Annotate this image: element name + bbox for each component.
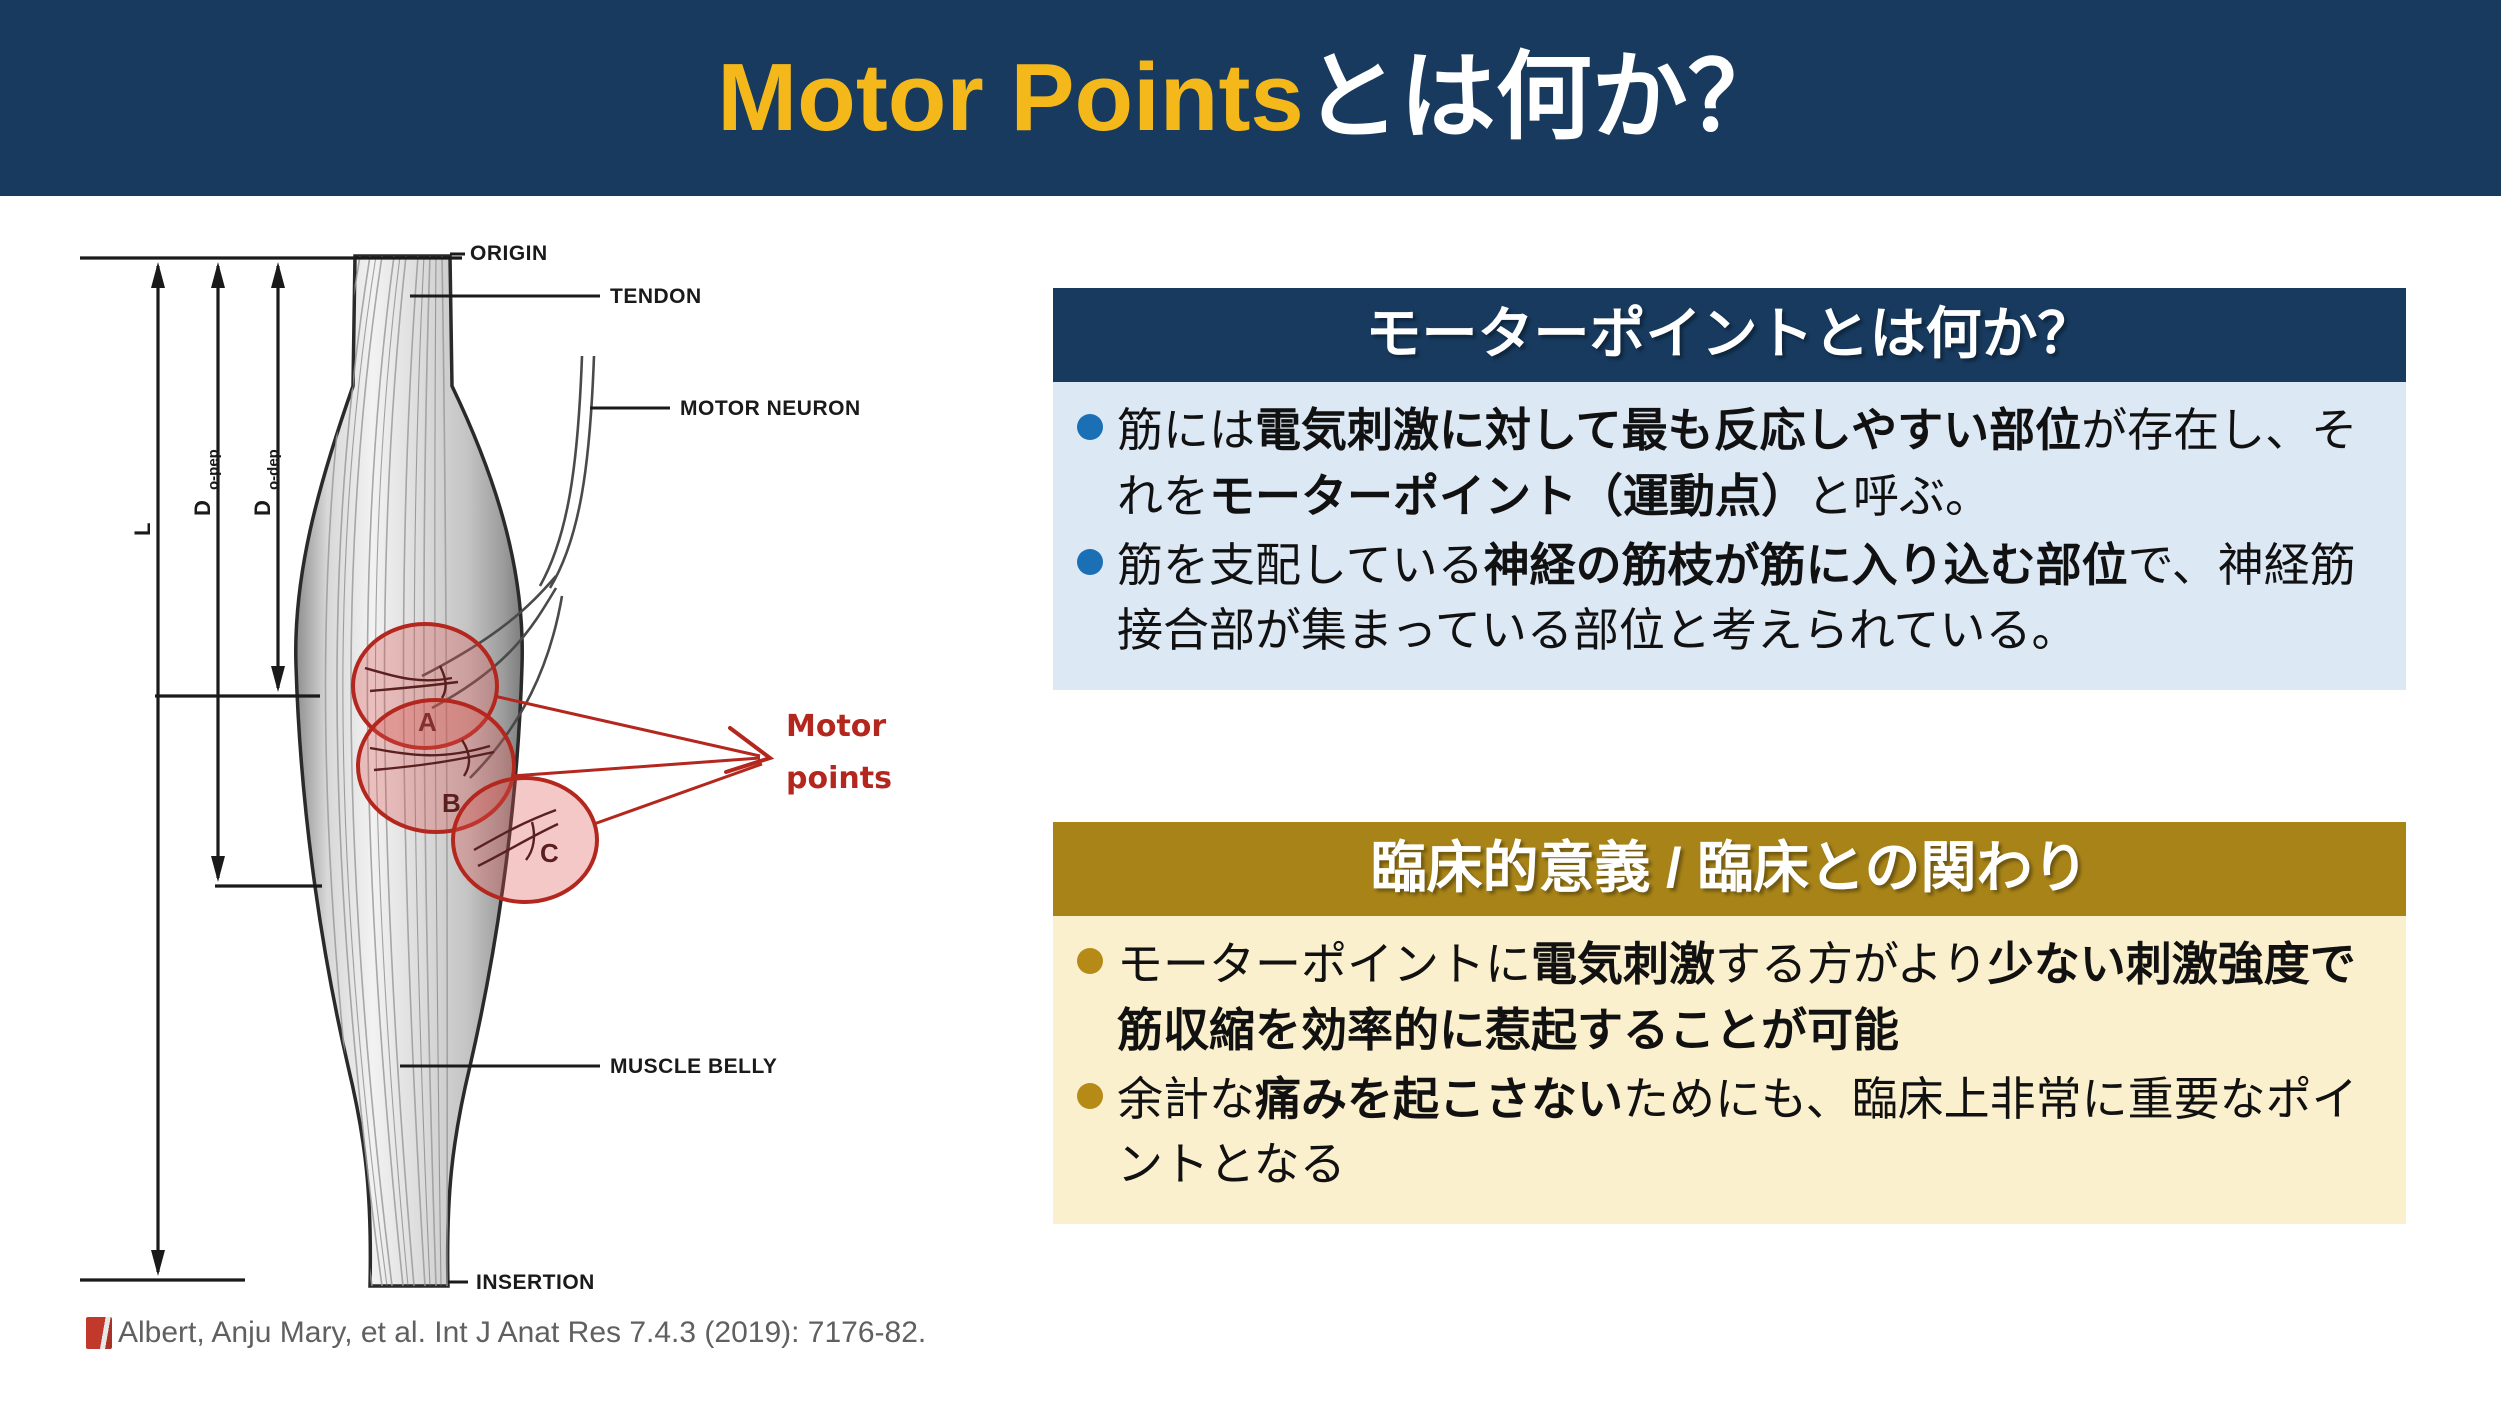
muscle-anatomy-figure: L D o-pep D o-dep ORIGIN TENDON MOTOR NE — [70, 236, 1000, 1316]
list-item: モーターポイントに電気刺激する方がより少ない刺激強度で筋収縮を効率的に惹起するこ… — [1077, 932, 2378, 1063]
motor-neuron-branches — [421, 355, 596, 779]
motor-point-label-C: C — [540, 838, 559, 868]
bullet-dot-icon — [1077, 948, 1103, 975]
bullet-dot-icon — [1077, 1083, 1103, 1110]
dimension-label-Dopep: D o-pep — [190, 449, 222, 516]
muscle-illustration — [294, 254, 524, 1288]
dimension-symbol-dodep: D — [250, 500, 275, 516]
panel-header-what-is-motor-point: モーターポイントとは何か？ — [1053, 288, 2406, 383]
figure-label-motor-neuron: MOTOR NEURON — [680, 397, 861, 420]
red-book-icon — [86, 1317, 112, 1349]
dimension-subscript-dodep: o-dep — [265, 449, 282, 490]
bullet-text: 筋を支配している神経の筋枝が筋に入り込む部位で、神経筋接合部が集まっている部位と… — [1117, 539, 2356, 657]
page-title-english: Motor Points — [717, 44, 1304, 151]
motor-point-C: C — [451, 776, 599, 904]
list-item: 筋を支配している神経の筋枝が筋に入り込む部位で、神経筋接合部が集まっている部位と… — [1077, 533, 2378, 664]
panel-clinical-significance: 臨床的意義 / 臨床との関わり モーターポイントに電気刺激する方がより少ない刺激… — [1053, 822, 2406, 1224]
figure-label-origin: ORIGIN — [470, 242, 548, 265]
bullet-dot-icon — [1077, 414, 1103, 441]
label-leader-lines — [400, 252, 670, 1284]
dimension-symbol-dopep: D — [190, 500, 215, 516]
citation: Albert, Anju Mary, et al. Int J Anat Res… — [86, 1316, 926, 1350]
figure-label-tendon: TENDON — [610, 285, 702, 308]
dimension-arrowheads — [151, 262, 285, 1276]
annotation-motor-line1: Motor — [786, 709, 886, 744]
annotation-connector-lines — [493, 694, 763, 826]
dimension-measurements — [80, 256, 462, 1282]
figure-label-muscle-belly: MUSCLE BELLY — [610, 1055, 777, 1078]
bullet-text: モーターポイントに電気刺激する方がより少ない刺激強度で筋収縮を効率的に惹起するこ… — [1117, 938, 2356, 1056]
bullet-text: 筋には電気刺激に対して最も反応しやすい部位が存在し、それをモーターポイント（運動… — [1117, 404, 2358, 522]
dimension-symbol-L: L — [130, 523, 155, 536]
panel-header-clinical-significance: 臨床的意義 / 臨床との関わり — [1053, 822, 2406, 917]
bullet-text: 余計な痛みを起こさないためにも、臨床上非常に重要なポイントとなる — [1117, 1073, 2358, 1191]
annotation-motor-line2: points — [786, 761, 892, 796]
motor-point-label-B: B — [442, 788, 461, 818]
page-title-japanese: とは何か？ — [1303, 44, 1784, 151]
list-item: 筋には電気刺激に対して最も反応しやすい部位が存在し、それをモーターポイント（運動… — [1077, 398, 2378, 529]
dimension-label-Dodep: D o-dep — [250, 449, 282, 516]
slide-content-area: L D o-pep D o-dep ORIGIN TENDON MOTOR NE — [0, 196, 2501, 1407]
motor-point-markers: A B — [351, 622, 599, 904]
slide-title-bar: Motor Pointsとは何か？ — [0, 0, 2501, 196]
bullet-dot-icon — [1077, 549, 1103, 576]
citation-text: Albert, Anju Mary, et al. Int J Anat Res… — [118, 1316, 927, 1349]
motor-point-B: B — [356, 698, 516, 834]
annotation-arrowhead — [724, 726, 775, 774]
page-title: Motor Pointsとは何か？ — [717, 50, 1784, 146]
panel-body-clinical-significance: モーターポイントに電気刺激する方がより少ない刺激強度で筋収縮を効率的に惹起するこ… — [1053, 916, 2406, 1224]
motor-point-label-A: A — [418, 707, 437, 737]
list-item: 余計な痛みを起こさないためにも、臨床上非常に重要なポイントとなる — [1077, 1067, 2378, 1198]
dimension-label-L: L — [130, 523, 155, 536]
motor-point-A: A — [351, 622, 499, 750]
panel-what-is-motor-point: モーターポイントとは何か？ 筋には電気刺激に対して最も反応しやすい部位が存在し、… — [1053, 288, 2406, 690]
figure-label-insertion: INSERTION — [476, 1271, 595, 1294]
dimension-subscript-dopep: o-pep — [205, 449, 222, 490]
panel-body-what-is-motor-point: 筋には電気刺激に対して最も反応しやすい部位が存在し、それをモーターポイント（運動… — [1053, 382, 2406, 690]
